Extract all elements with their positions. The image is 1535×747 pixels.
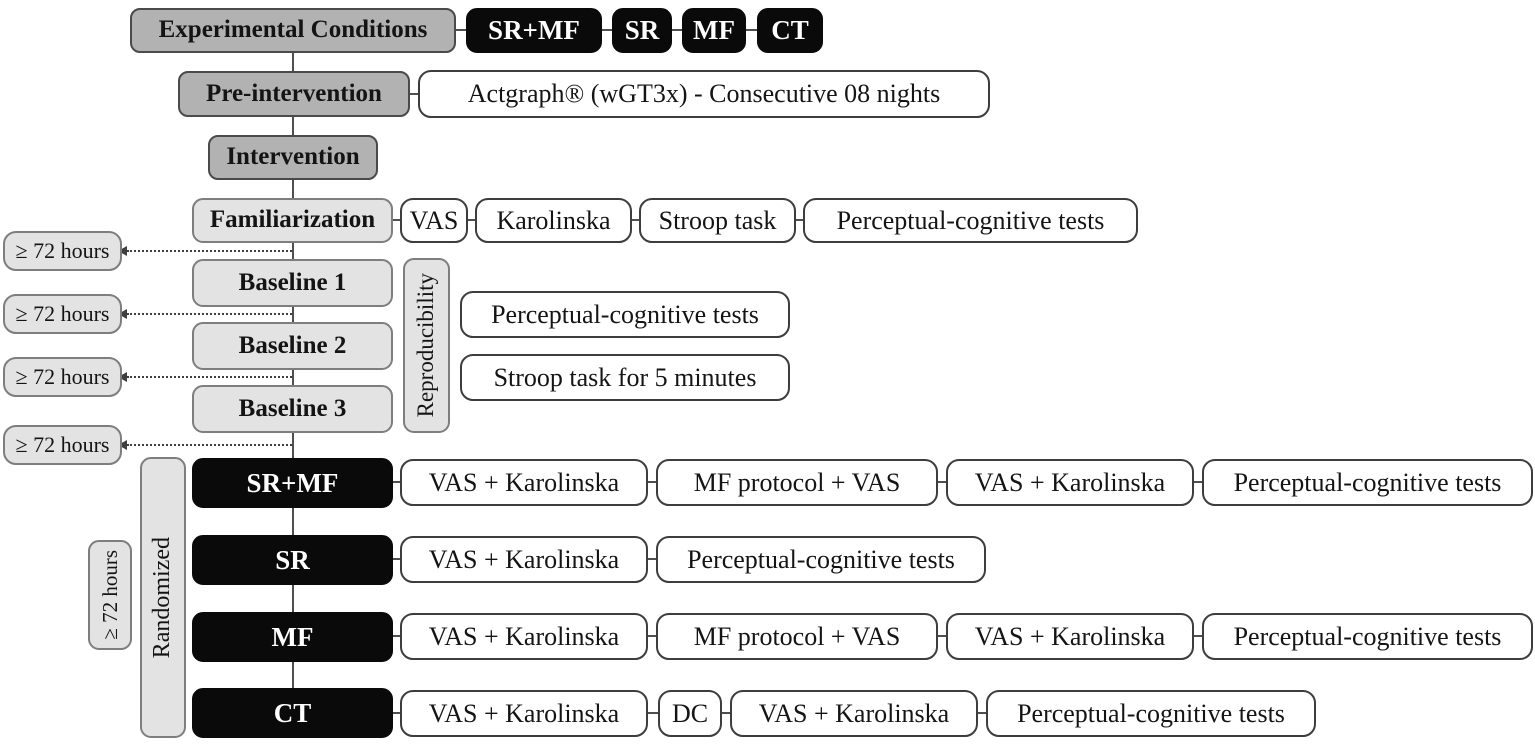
node-washout-72h: ≥ 72 hours (3, 425, 122, 465)
connector-line (1192, 481, 1204, 483)
test-box-vas: VAS (400, 198, 468, 243)
test-box: MF protocol + VAS (656, 613, 938, 660)
washout-dotted-line (127, 376, 292, 378)
node-familiarization: Familiarization (192, 198, 393, 243)
connector-line (646, 635, 658, 637)
arrowhead-left-icon (118, 440, 127, 450)
connector-line (407, 93, 420, 95)
connector-line (599, 29, 614, 31)
connector-line (630, 219, 641, 221)
connector-line (646, 712, 660, 714)
connector-line (646, 558, 658, 560)
node-baseline-1: Baseline 1 (192, 259, 393, 307)
node-randomized: Randomized (140, 457, 186, 738)
test-box-perceptual: Perceptual-cognitive tests (803, 198, 1138, 243)
node-session-mf: MF (192, 612, 393, 662)
node-washout-label: ≥ 72 hours (97, 550, 122, 640)
test-box: VAS + Karolinska (400, 536, 648, 583)
test-box-stroop: Stroop task (639, 198, 796, 243)
test-box: Perceptual-cognitive tests (1202, 613, 1533, 660)
test-box: VAS + Karolinska (946, 459, 1194, 506)
connector-line (391, 635, 402, 637)
washout-dotted-line (127, 313, 292, 315)
connector-line (391, 712, 402, 714)
timeline-line (292, 52, 294, 689)
test-box-perceptual: Perceptual-cognitive tests (460, 291, 790, 338)
node-session-sr: SR (192, 535, 393, 585)
node-condition-mf: MF (682, 8, 746, 53)
test-box-karolinska: Karolinska (475, 198, 632, 243)
node-washout-72h-vertical: ≥ 72 hours (88, 540, 132, 650)
node-condition-sr: SR (612, 8, 672, 53)
test-box: MF protocol + VAS (656, 459, 938, 506)
arrowhead-left-icon (118, 246, 127, 256)
arrowhead-left-icon (118, 372, 127, 382)
connector-line (391, 481, 402, 483)
test-box: VAS + Karolinska (400, 613, 648, 660)
connector-line (936, 481, 948, 483)
node-actigraphy: Actgraph® (wGT3x) - Consecutive 08 night… (418, 70, 990, 118)
connector-line (744, 29, 759, 31)
connector-line (794, 219, 805, 221)
node-washout-72h: ≥ 72 hours (3, 294, 122, 334)
connector-line (936, 635, 948, 637)
connector-line (1192, 635, 1204, 637)
connector-line (670, 29, 684, 31)
test-box: Perceptual-cognitive tests (986, 690, 1316, 737)
test-box: Perceptual-cognitive tests (656, 536, 986, 583)
connector-line (466, 219, 477, 221)
node-reproducibility-label: Reproducibility (413, 273, 439, 418)
connector-line (391, 558, 402, 560)
washout-dotted-line (127, 444, 292, 446)
connector-line (720, 712, 732, 714)
node-baseline-2: Baseline 2 (192, 322, 393, 370)
test-box: VAS + Karolinska (400, 459, 648, 506)
node-randomized-label: Randomized (149, 536, 176, 659)
node-condition-srmf: SR+MF (466, 8, 602, 53)
test-box: Perceptual-cognitive tests (1202, 459, 1533, 506)
node-experimental-conditions: Experimental Conditions (130, 8, 456, 53)
node-intervention: Intervention (208, 135, 378, 180)
node-washout-72h: ≥ 72 hours (3, 357, 122, 397)
node-baseline-3: Baseline 3 (192, 385, 393, 433)
connector-line (976, 712, 988, 714)
test-box: VAS + Karolinska (730, 690, 978, 737)
connector-line (391, 219, 402, 221)
node-reproducibility: Reproducibility (403, 258, 450, 433)
connector-line (646, 481, 658, 483)
washout-dotted-line (127, 250, 292, 252)
node-session-ct: CT (192, 688, 393, 738)
test-box: VAS + Karolinska (400, 690, 648, 737)
arrowhead-left-icon (118, 309, 127, 319)
test-box-stroop-5min: Stroop task for 5 minutes (460, 354, 790, 401)
test-box-dc: DC (658, 690, 722, 737)
node-condition-ct: CT (757, 8, 823, 53)
node-pre-intervention: Pre-intervention (178, 71, 410, 117)
connector-line (452, 29, 468, 31)
node-washout-72h: ≥ 72 hours (3, 231, 122, 271)
node-session-srmf: SR+MF (192, 458, 393, 508)
test-box: VAS + Karolinska (946, 613, 1194, 660)
